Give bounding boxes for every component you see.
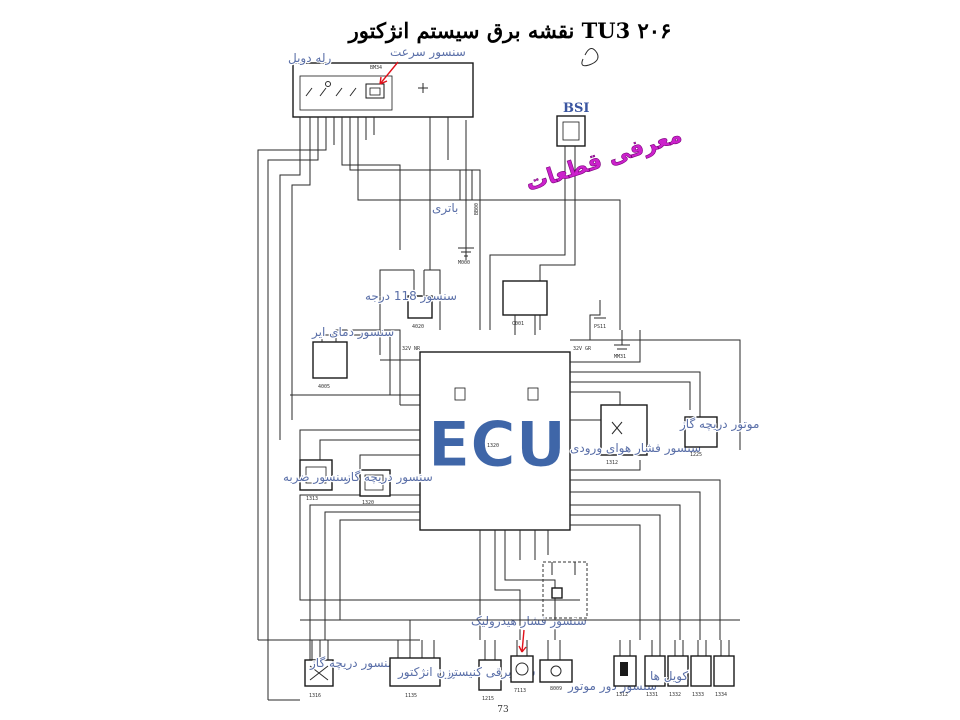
ps11: PS11 <box>589 300 606 340</box>
relay-box: BM34 <box>292 62 474 118</box>
battery: BB00 M000 <box>458 120 480 266</box>
coil2-code: 1331 <box>646 692 658 698</box>
mm31-code: MM31 <box>614 354 626 360</box>
canister-valve: 1215 <box>478 640 502 702</box>
air-temp-code: 4005 <box>318 384 330 390</box>
label-injectors: سوزن انژکتور <box>397 665 467 680</box>
coil4-code: 1333 <box>692 692 704 698</box>
ecu-block: 32V NR 32V GR 1320 <box>402 346 592 531</box>
throttle-motor: 1225 <box>684 416 718 458</box>
knock-code: 1313 <box>306 496 318 502</box>
label-throttle-motor: موتور دریچه گاز <box>679 417 759 432</box>
relay-wires <box>257 117 621 700</box>
injector-block: 1135 <box>389 640 441 699</box>
label-hydraulic-sensor: سنسور فشار هیدرولیک <box>471 614 587 629</box>
intake-pressure-sensor: 1312 <box>600 404 648 466</box>
ground-code: M000 <box>458 260 470 266</box>
air-temp-sensor: 4005 <box>312 329 401 405</box>
relay-code: BM34 <box>370 65 382 71</box>
handwritten-mark <box>581 48 599 67</box>
ecu-pin-top-left: 32V NR <box>402 346 421 352</box>
coil1-code: 1312 <box>616 692 628 698</box>
ps11-code: PS11 <box>594 324 606 330</box>
c001-connector: C001 <box>502 280 548 335</box>
c001-code: C001 <box>512 321 524 327</box>
throttle-pos-code: 1320 <box>362 500 374 506</box>
label-battery: باتری <box>432 201 458 216</box>
map-sensor-code: 1312 <box>606 460 618 466</box>
coil3-code: 1332 <box>669 692 681 698</box>
hydraulic-code: 7113 <box>514 688 526 694</box>
ecu-left-wires <box>290 359 580 680</box>
coolant-code: 4020 <box>412 324 424 330</box>
mm31: MM31 <box>614 330 630 360</box>
hydraulic-arrow <box>521 629 525 653</box>
label-air-temp-sensor: سنسور دمای ایر <box>311 325 394 340</box>
coil-group: 1312 1331 1332 1333 1334 <box>613 640 735 698</box>
label-throttle-position-sensor: سنسور دریچه گاز <box>344 470 433 485</box>
bsi-box <box>489 115 586 330</box>
ecu-pin-top-right: 32V GR <box>573 346 592 352</box>
label-rpm-sensor: سنسور دور موتور <box>567 679 657 694</box>
label-coils: کویل ها <box>650 669 688 684</box>
speed-sensor-arrow <box>379 61 399 85</box>
coil5-code: 1334 <box>715 692 727 698</box>
dashed-connector <box>542 561 588 619</box>
o2-code: 1316 <box>309 693 321 699</box>
ecu-bottom-wires <box>479 530 556 640</box>
label-speed-sensor: سنسور سرعت <box>390 45 466 60</box>
label-coolant-sensor: سنسور 118 درجه <box>365 289 457 304</box>
coolant-sensor: 4020 <box>379 269 441 355</box>
hydraulic-sensor: 7113 <box>510 640 534 694</box>
label-oxygen-sensor: سنسور دریچه گاز <box>309 656 398 671</box>
ecu-right-wires <box>570 330 741 640</box>
bsi-label: BSI <box>563 101 589 116</box>
knock-sensor: 1313 <box>299 459 333 502</box>
throttle-motor-code: 1225 <box>690 452 702 458</box>
ecu-label: ECU <box>428 408 566 481</box>
label-relay: رله دوبل <box>288 51 331 66</box>
o2-sensor: 1316 <box>304 640 334 699</box>
injector-code: 1135 <box>405 693 417 699</box>
bottom-bus <box>258 619 740 701</box>
ecu-code: 1320 <box>487 443 499 449</box>
throttle-position-sensor: 1320 <box>359 469 391 506</box>
canister-code: 1215 <box>482 696 494 702</box>
rpm-sensor: 8009 <box>539 640 573 692</box>
battery-code: BB00 <box>474 203 480 215</box>
diagram-title: نقشه برق سیستم انژکتور TU3 ۲۰۶ <box>347 18 672 44</box>
promo-text: معرفی قطعات <box>523 123 685 197</box>
page-number: 73 <box>497 705 509 715</box>
label-knock-sensor: سنسور ضربه <box>283 470 350 485</box>
label-intake-pressure-sensor: سنسور فشار هوای ورودی <box>570 441 701 456</box>
rpm-code: 8009 <box>550 686 562 692</box>
